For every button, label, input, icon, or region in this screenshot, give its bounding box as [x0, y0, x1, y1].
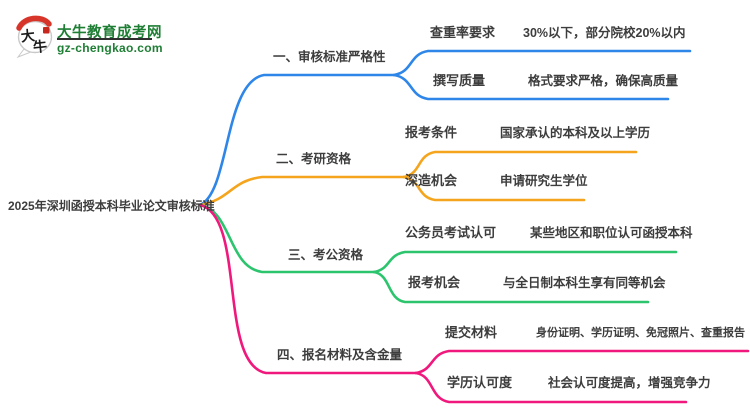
branch-1-child-2-label: 撰写质量: [433, 73, 486, 88]
logo-site-url[interactable]: gz-chengkao.com: [57, 41, 163, 55]
root-node: 2025年深圳函授本科毕业论文审核标准: [8, 199, 215, 213]
branch-3-child-1-label: 公务员考试认可: [405, 225, 497, 240]
branch-1-fork-lower: [392, 73, 670, 101]
branch-3-fork-lower: [372, 270, 650, 304]
branch-4-fork-lower: [414, 371, 688, 404]
branch-4-child-2-value: 社会认可度提高，增强竞争力: [548, 376, 711, 390]
branch-1-child-1-value: 30%以下，部分院校20%以内: [523, 26, 686, 40]
branch-3-child-2-label: 报考机会: [408, 275, 461, 290]
branch-2-label: 二、考研资格: [276, 152, 352, 166]
branch-4-fork-upper: [414, 349, 750, 375]
branch-1-child-1-label: 查重率要求: [430, 25, 496, 40]
branch-1-child-2-value: 格式要求严格，确保高质量: [528, 74, 679, 88]
branch-4-label: 四、报名材料及含金量: [277, 348, 403, 362]
branch-4-child-1-label: 提交材料: [445, 325, 498, 340]
branch-3-fork-upper: [372, 250, 678, 274]
logo-divider: [57, 38, 152, 40]
branch-3-child-1-value: 某些地区和职位认可函授本科: [530, 226, 693, 240]
logo-bubble-icon: 大 牛: [16, 15, 53, 59]
branch-4-child-2-label: 学历认可度: [447, 375, 513, 390]
branch-2-child-2-label: 深造机会: [405, 173, 458, 188]
logo-char-bottom: 牛: [32, 38, 48, 56]
branch-3-child-2-value: 与全日制本科生享有同等机会: [503, 276, 666, 290]
branch-2-fork-upper: [402, 150, 638, 179]
branch-1-fork-upper: [392, 49, 692, 77]
branch-4-main-curve: [198, 203, 418, 375]
branch-2-child-2-value: 申请研究生学位: [500, 174, 588, 188]
branch-1-label: 一、审核标准严格性: [273, 50, 386, 64]
branch-4-child-1-value: 身份证明、学历证明、免冠照片、查重报告: [536, 327, 745, 339]
branch-2-child-1-label: 报考条件: [405, 125, 458, 140]
branch-2-main-curve: [198, 175, 406, 207]
branch-3-label: 三、考公资格: [288, 248, 364, 262]
branch-2-child-1-value: 国家承认的本科及以上学历: [500, 126, 651, 140]
branch-2-fork-lower: [402, 175, 586, 202]
logo-char-top: 大: [20, 27, 36, 45]
logo-site-name[interactable]: 大牛教育成考网: [57, 25, 162, 41]
branch-1-main-curve: [198, 73, 396, 207]
